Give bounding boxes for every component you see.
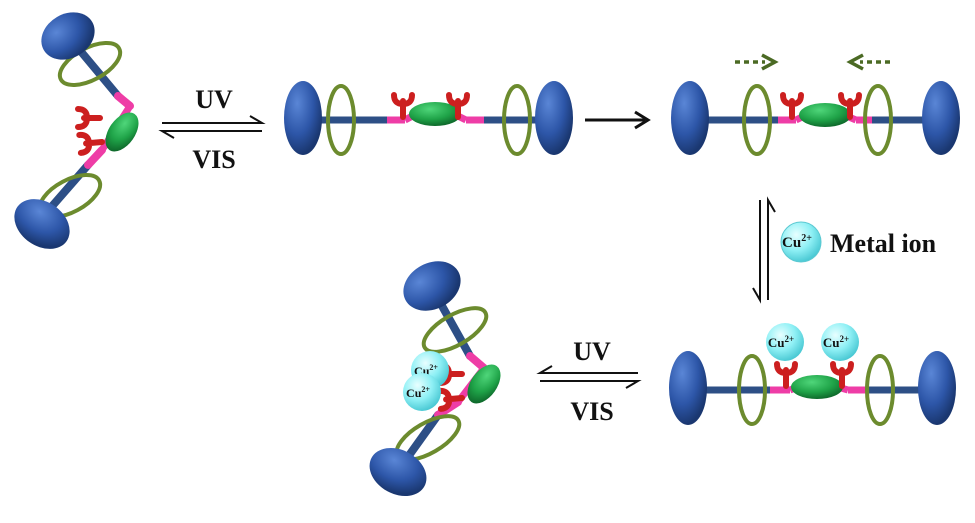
equilibrium-arrows-vertical xyxy=(752,196,776,304)
vis-label-top: VIS xyxy=(192,145,235,174)
molecule-metal-bound-bottom-right: Cu2+ Cu2+ xyxy=(669,323,956,426)
svg-text:Cu2+: Cu2+ xyxy=(782,233,812,251)
molecule-bent-metal-bound-bottom-center: Cu2+ Cu2+ xyxy=(369,261,501,496)
reaction-arrow-right xyxy=(585,110,651,130)
uv-label-bottom: UV xyxy=(573,337,611,366)
svg-text:Cu2+: Cu2+ xyxy=(768,334,794,350)
metal-ion-label: Metal ion xyxy=(830,229,937,258)
metal-ion-legend: Cu2+ xyxy=(780,221,822,263)
molecule-linear-top-center xyxy=(284,81,573,156)
vis-label-bottom: VIS xyxy=(570,397,613,426)
equilibrium-arrows-bottom xyxy=(536,365,642,389)
uv-label-top: UV xyxy=(195,85,233,114)
dashed-arrow-icon xyxy=(846,53,890,71)
molecule-bent-top-left xyxy=(14,12,139,249)
molecule-shuttling-top-right xyxy=(671,81,960,156)
dashed-arrow-icon xyxy=(735,53,779,71)
svg-text:Cu2+: Cu2+ xyxy=(823,334,849,350)
equilibrium-arrows-top xyxy=(158,115,266,139)
svg-text:Cu2+: Cu2+ xyxy=(406,385,430,400)
